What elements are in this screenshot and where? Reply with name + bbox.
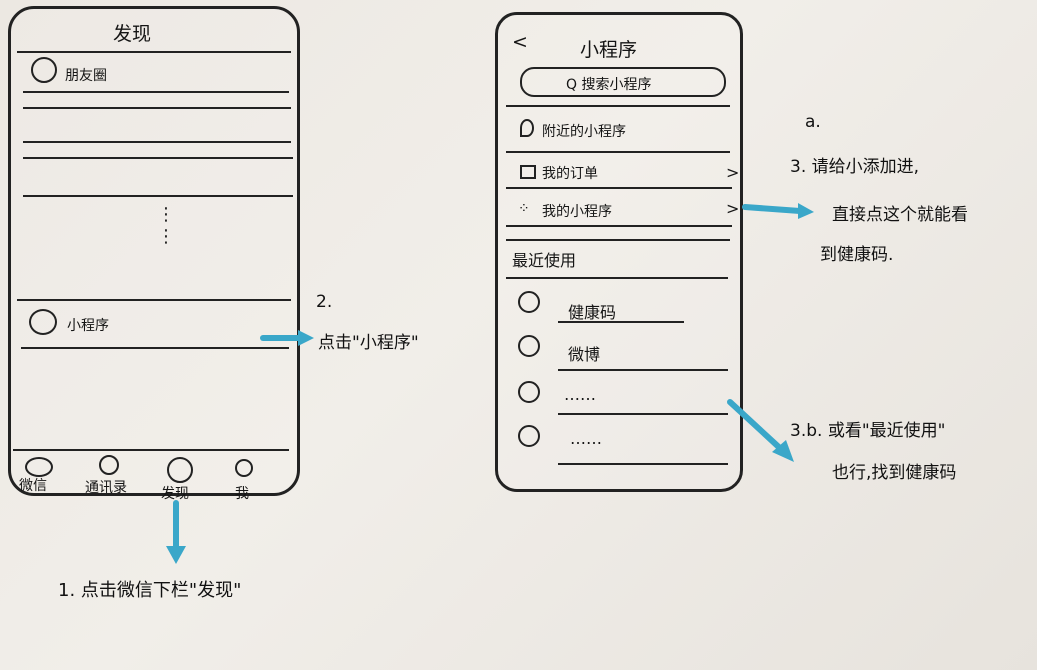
- divider: [17, 51, 291, 53]
- moments-icon: [31, 57, 57, 83]
- recent-item-more[interactable]: ……: [570, 429, 602, 448]
- miniprogram-item[interactable]: 小程序: [67, 318, 109, 334]
- arrow-head: [166, 546, 186, 564]
- recent-header: 最近使用: [512, 251, 577, 270]
- note-step3a-label: a.: [805, 112, 821, 132]
- my-miniprograms-item[interactable]: 我的小程序: [542, 204, 612, 220]
- phone-sketch-miniprograms: < 小程序 Q 搜索小程序 附近的小程序 我的订单 > ⁘ 我的小程序 > 最近…: [495, 12, 743, 492]
- app-icon-placeholder: [518, 291, 540, 313]
- tab-wechat[interactable]: 微信: [19, 478, 47, 494]
- divider: [23, 91, 289, 93]
- chevron-right-icon: >: [726, 199, 740, 218]
- moments-item[interactable]: 朋友圈: [65, 68, 107, 84]
- ellipsis-vertical: ⋮: [157, 204, 175, 225]
- nearby-item[interactable]: 附近的小程序: [542, 124, 626, 140]
- divider: [23, 157, 293, 159]
- miniprogram-title: 小程序: [580, 39, 638, 61]
- note-step3b-line2: 也行,找到健康码: [832, 463, 957, 483]
- back-icon[interactable]: <: [512, 31, 528, 53]
- arrow-step3b: [727, 399, 785, 453]
- divider: [23, 141, 291, 143]
- tab-contacts[interactable]: 通讯录: [85, 480, 127, 496]
- divider: [558, 413, 728, 415]
- phone-sketch-discover: 发现 朋友圈 ⋮ ⋮ 小程序 微信 通讯录 发现 我: [8, 6, 300, 502]
- order-icon: [520, 165, 536, 179]
- miniprogram-icon: [29, 309, 57, 335]
- divider: [506, 239, 730, 241]
- note-step2-number: 2.: [316, 292, 333, 312]
- note-step1: 1. 点击微信下栏"发现": [58, 580, 242, 601]
- location-pin-icon: [520, 119, 534, 137]
- divider: [506, 277, 728, 279]
- divider: [558, 321, 684, 323]
- compass-icon: [167, 457, 193, 483]
- recent-item-weibo[interactable]: 微博: [568, 345, 601, 364]
- divider: [17, 299, 291, 301]
- divider: [23, 195, 293, 197]
- divider: [23, 107, 291, 109]
- arrow-head: [798, 203, 814, 219]
- arrow-head: [772, 440, 794, 462]
- person-icon: [235, 459, 253, 477]
- grid-icon: ⁘: [518, 201, 530, 217]
- note-step2: 点击"小程序": [318, 333, 419, 353]
- arrow-step3a: [742, 204, 803, 214]
- search-placeholder: Q 搜索小程序: [566, 77, 652, 93]
- app-icon-placeholder: [518, 381, 540, 403]
- arrow-head: [298, 330, 314, 346]
- divider: [21, 347, 289, 349]
- app-icon-placeholder: [518, 335, 540, 357]
- discover-title: 发现: [113, 23, 152, 45]
- recent-item-more[interactable]: ……: [564, 385, 596, 404]
- note-step3a-line3: 到健康码.: [820, 245, 894, 265]
- note-step3a-line1: 3. 请给小添加进,: [790, 157, 920, 177]
- note-step3a-line2: 直接点这个就能看: [832, 205, 968, 225]
- note-step3b-line1: 3.b. 或看"最近使用": [790, 421, 946, 441]
- tab-discover[interactable]: 发现: [161, 486, 189, 502]
- contacts-icon: [99, 455, 119, 475]
- tabbar-divider: [13, 449, 289, 451]
- chevron-right-icon: >: [726, 163, 740, 182]
- divider: [506, 105, 730, 107]
- divider: [558, 369, 728, 371]
- divider: [506, 151, 730, 153]
- divider: [558, 463, 728, 465]
- divider: [506, 187, 732, 189]
- my-orders-item[interactable]: 我的订单: [542, 166, 598, 182]
- ellipsis-vertical: ⋮: [157, 226, 175, 247]
- divider: [506, 225, 732, 227]
- tab-me[interactable]: 我: [235, 486, 249, 502]
- recent-item-health-code[interactable]: 健康码: [568, 303, 617, 322]
- app-icon-placeholder: [518, 425, 540, 447]
- search-box[interactable]: Q 搜索小程序: [520, 67, 726, 97]
- chat-icon: [25, 457, 53, 477]
